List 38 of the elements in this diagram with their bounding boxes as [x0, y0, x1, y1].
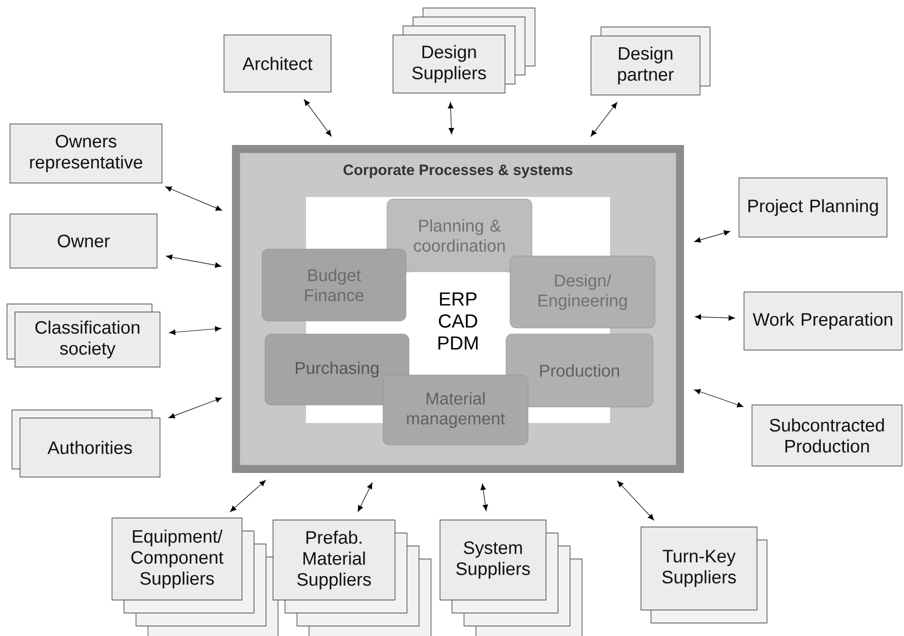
- process-box: Planning & coordination: [386, 198, 532, 272]
- arrow: [617, 480, 654, 520]
- arrow: [358, 482, 372, 512]
- node-label: Equipment/: [132, 530, 223, 546]
- arrow: [694, 230, 730, 243]
- stacked-box: Authorities: [12, 410, 160, 478]
- partner-box: Project Planning: [738, 178, 888, 238]
- arrow: [694, 314, 735, 321]
- arrow: [168, 397, 222, 418]
- stacked-box: Turn-Key Suppliers: [640, 526, 768, 624]
- partner-box: Architect: [224, 34, 332, 92]
- arrow: [480, 484, 488, 511]
- stacked-box: Design partner: [590, 26, 710, 96]
- arrow: [448, 102, 454, 134]
- stacked-box: Prefab. Material Suppliers: [272, 520, 432, 636]
- arrow: [166, 254, 222, 268]
- stacked-box: System Suppliers: [440, 520, 582, 636]
- process-box: Design/ Engineering: [510, 256, 656, 328]
- process-box: Production: [506, 334, 654, 408]
- stacked-box: Equipment/ Component Suppliers: [112, 518, 278, 636]
- process-box: Purchasing: [264, 334, 410, 406]
- arrow: [165, 186, 222, 211]
- stacked-box: Design Suppliers: [392, 8, 536, 94]
- partner-box: Owner: [10, 214, 158, 268]
- process-box: Budget Finance: [262, 248, 406, 322]
- node-label: System: [464, 541, 522, 558]
- arrow: [230, 480, 266, 512]
- stacked-box: Classification society: [6, 304, 160, 368]
- arrow: [694, 389, 744, 408]
- partner-box: Work Preparation: [744, 292, 902, 350]
- partner-box: Subcontracted Production: [752, 404, 902, 466]
- node-label: Prefab.: [306, 530, 362, 544]
- arrow: [304, 99, 332, 136]
- partner-box: Owners representative: [10, 124, 162, 184]
- arrow: [169, 326, 222, 335]
- system-label: ERP CAD PDM: [410, 272, 506, 370]
- arrow: [590, 102, 618, 137]
- process-box: Material management: [382, 374, 528, 446]
